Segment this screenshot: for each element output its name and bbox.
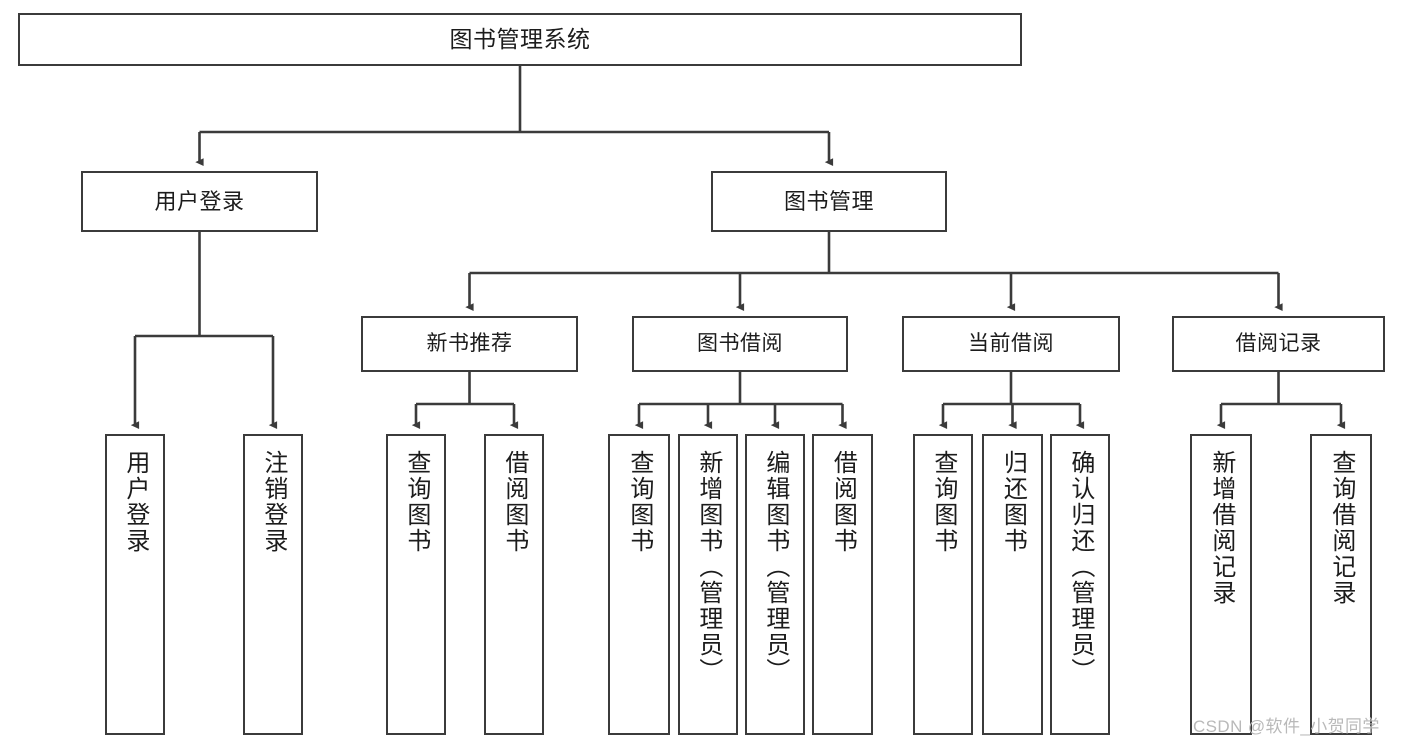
- node-label: 图书管理: [783, 188, 874, 214]
- node-label: 借阅记录: [1235, 331, 1322, 355]
- node-current-borrow[interactable]: 当前借阅: [902, 316, 1120, 372]
- node-label: 新增图书（管理员）: [694, 450, 722, 684]
- node-book-borrow[interactable]: 图书借阅: [632, 316, 848, 372]
- node-label: 当前借阅: [968, 331, 1054, 355]
- node-new-book-recommend[interactable]: 新书推荐: [361, 316, 578, 372]
- leaf-leaf-borrow-book-2[interactable]: 借阅图书: [812, 434, 873, 735]
- leaf-leaf-add-book[interactable]: 新增图书（管理员）: [678, 434, 738, 735]
- node-book-manage[interactable]: 图书管理: [711, 171, 947, 232]
- node-borrow-record[interactable]: 借阅记录: [1172, 316, 1385, 372]
- node-label: 查询图书: [929, 450, 957, 554]
- node-label: 归还图书: [999, 450, 1027, 554]
- leaf-leaf-add-record[interactable]: 新增借阅记录: [1190, 434, 1252, 735]
- node-label: 借阅图书: [829, 450, 857, 554]
- leaf-leaf-edit-book[interactable]: 编辑图书（管理员）: [745, 434, 805, 735]
- node-label: 查询借阅记录: [1327, 450, 1355, 606]
- node-label: 注销登录: [259, 450, 287, 554]
- leaf-leaf-logout[interactable]: 注销登录: [243, 434, 303, 735]
- node-label: 用户登录: [154, 188, 245, 214]
- leaf-leaf-borrow-book-1[interactable]: 借阅图书: [484, 434, 544, 735]
- leaf-leaf-query-book-2[interactable]: 查询图书: [608, 434, 670, 735]
- leaf-leaf-query-record[interactable]: 查询借阅记录: [1310, 434, 1372, 735]
- leaf-leaf-user-login[interactable]: 用户登录: [105, 434, 165, 735]
- node-user-login[interactable]: 用户登录: [81, 171, 318, 232]
- leaf-leaf-return-book[interactable]: 归还图书: [982, 434, 1043, 735]
- node-label: 查询图书: [625, 450, 653, 554]
- leaf-leaf-query-book-1[interactable]: 查询图书: [386, 434, 446, 735]
- node-label: 用户登录: [121, 450, 149, 554]
- node-label: 查询图书: [402, 450, 430, 554]
- node-label: 编辑图书（管理员）: [761, 450, 789, 684]
- node-label: 确认归还（管理员）: [1066, 450, 1094, 684]
- node-label: 新书推荐: [426, 331, 513, 355]
- leaf-leaf-query-book-3[interactable]: 查询图书: [913, 434, 973, 735]
- node-label: 新增借阅记录: [1207, 450, 1235, 606]
- node-label: 借阅图书: [500, 450, 528, 554]
- leaf-leaf-confirm-return[interactable]: 确认归还（管理员）: [1050, 434, 1110, 735]
- node-label: 图书管理系统: [449, 26, 591, 53]
- node-label: 图书借阅: [697, 331, 783, 355]
- node-root[interactable]: 图书管理系统: [18, 13, 1022, 66]
